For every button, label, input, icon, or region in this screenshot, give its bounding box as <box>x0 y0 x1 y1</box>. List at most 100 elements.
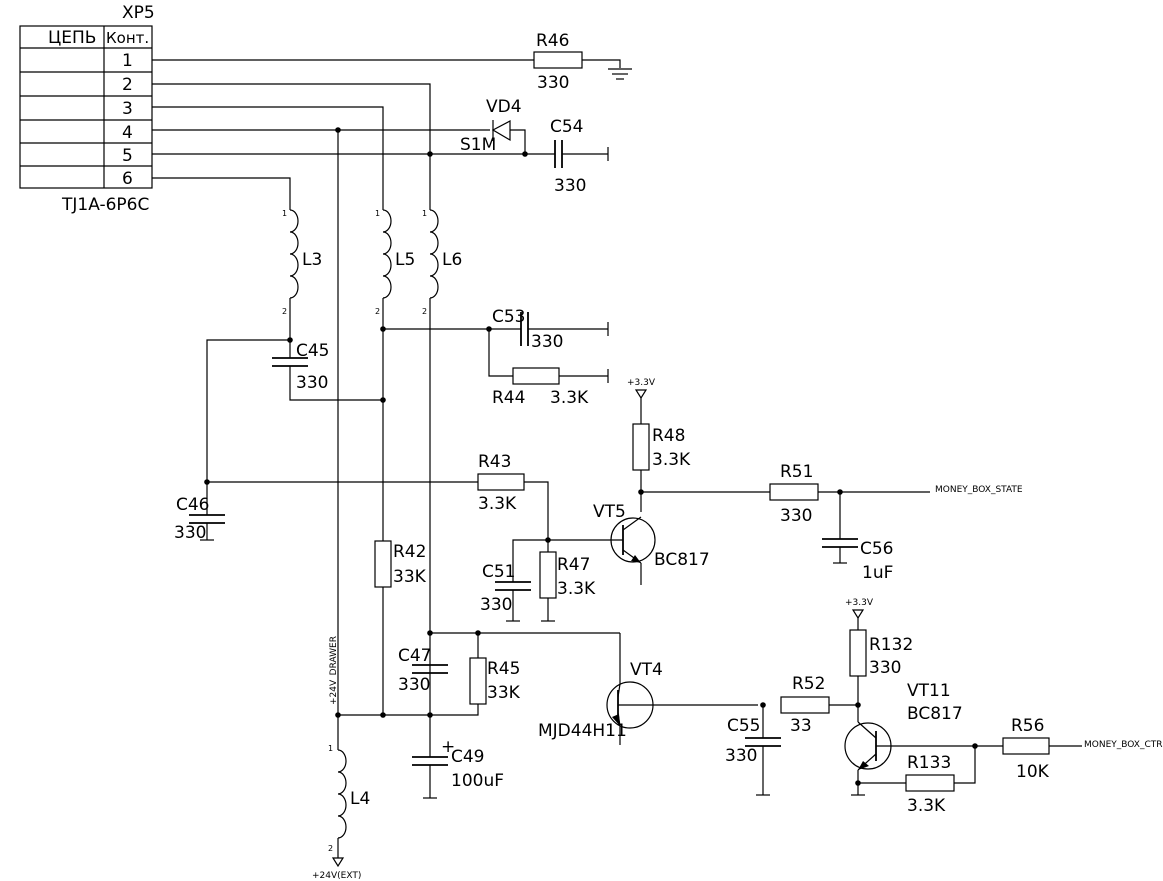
capacitor-c51: C51 330 <box>480 539 548 622</box>
pin-label: 5 <box>122 146 133 166</box>
component-ref: R56 <box>1011 716 1044 736</box>
component-ref: C51 <box>482 562 516 582</box>
resistor-r132: +3.3V R132 330 <box>845 598 913 722</box>
component-value: 10K <box>1016 762 1050 782</box>
component-ref: C47 <box>398 646 432 666</box>
component-ref: C55 <box>727 716 761 736</box>
component-ref: L5 <box>395 250 415 270</box>
component-value: 330 <box>398 675 430 695</box>
component-value: 330 <box>554 176 586 196</box>
pin-label: 3 <box>122 99 133 119</box>
pin-number: 2 <box>422 307 427 316</box>
capacitor-c53: C53 330 <box>383 307 609 352</box>
component-value: 3.3K <box>557 579 596 599</box>
component-value: 330 <box>296 373 328 393</box>
component-value: 3.3K <box>652 450 691 470</box>
diode-vd4: VD4 S1M <box>460 97 526 155</box>
rail-24v-drawer: +24V_DRAWER <box>329 130 339 750</box>
resistor-r48: +3.3V R48 3.3K <box>627 378 691 512</box>
connector-ref: XP5 <box>122 3 155 23</box>
resistor-r46: R46 330 <box>533 31 621 93</box>
component-ref: VT4 <box>630 660 663 680</box>
transistor-vt4: VT4 MJD44H11 <box>538 633 758 745</box>
capacitor-c54: C54 330 <box>550 117 609 196</box>
component-ref: C46 <box>176 495 210 515</box>
net-label: +3.3V <box>627 378 656 388</box>
connector-wires <box>152 59 555 210</box>
col-net-header: ЦЕПЬ <box>48 28 96 48</box>
junction-dots <box>204 127 978 786</box>
col-pin-header: Конт. <box>106 29 149 47</box>
resistor-r47: R47 3.3K <box>539 540 596 622</box>
pin-label: 2 <box>122 75 133 95</box>
component-value: 3.3K <box>478 494 517 514</box>
ground-icon <box>608 68 632 80</box>
pin-number: 1 <box>422 209 427 218</box>
component-ref: R44 <box>492 388 525 408</box>
component-value: 330 <box>174 523 206 543</box>
inductor-l5: 1 2 L5 <box>375 209 415 541</box>
transistor-vt5: VT5 BC817 <box>548 502 710 585</box>
component-value: 330 <box>725 746 757 766</box>
component-ref: C56 <box>860 539 894 559</box>
component-ref: C45 <box>296 341 330 361</box>
resistor-r43: R43 3.3K <box>207 452 549 540</box>
transistor-vt11: VT11 BC817 <box>844 681 975 796</box>
component-value: 1uF <box>862 563 893 583</box>
component-ref: R43 <box>478 452 511 472</box>
pin-label: 6 <box>122 169 133 189</box>
component-value: 33 <box>790 716 812 736</box>
component-ref: L3 <box>302 250 322 270</box>
pin-label: 1 <box>122 51 133 71</box>
resistor-r56: R56 10K MONEY_BOX_CTRL <box>975 716 1163 782</box>
component-value: 33K <box>393 567 427 587</box>
component-value: 100uF <box>451 771 504 791</box>
component-ref: R45 <box>487 659 520 679</box>
component-ref: R42 <box>393 542 426 562</box>
component-ref: R133 <box>907 753 951 773</box>
connector-part: TJ1A-6P6C <box>61 195 149 215</box>
pin-number: 1 <box>282 209 287 218</box>
component-ref: VT5 <box>593 502 626 522</box>
component-ref: C53 <box>492 307 526 327</box>
capacitor-c47: C47 330 <box>398 632 620 695</box>
component-ref: C49 <box>451 747 485 767</box>
capacitor-c56: C56 1uF <box>822 492 894 583</box>
component-value: 330 <box>480 595 512 615</box>
net-label: MONEY_BOX_STATE <box>935 485 1023 495</box>
pin-number: 2 <box>328 844 333 853</box>
pin-number: 2 <box>375 307 380 316</box>
inductor-l6: 1 2 L6 <box>422 209 462 715</box>
capacitor-c49: + C49 100uF <box>412 715 504 799</box>
component-value: 3.3K <box>550 388 589 408</box>
polarity-plus: + <box>441 737 455 757</box>
component-value: 33K <box>487 683 521 703</box>
resistor-r133: R133 3.3K <box>858 746 976 816</box>
component-ref: R46 <box>536 31 569 51</box>
resistor-r44: R44 3.3K <box>488 329 609 408</box>
pin-number: 1 <box>328 744 333 753</box>
component-ref: R47 <box>557 555 590 575</box>
component-ref: C54 <box>550 117 584 137</box>
resistor-r52: R52 33 <box>780 674 858 736</box>
component-ref: VT11 <box>907 681 951 701</box>
net-label: MONEY_BOX_CTRL <box>1084 740 1163 750</box>
component-ref: VD4 <box>486 97 522 117</box>
component-ref: R52 <box>792 674 825 694</box>
component-value: MJD44H11 <box>538 721 627 741</box>
component-ref: L6 <box>442 250 462 270</box>
component-ref: R132 <box>869 635 913 655</box>
inductor-l4: 1 2 L4 +24V(EXT) <box>312 744 370 881</box>
resistor-r45: R45 33K <box>338 633 521 716</box>
component-value: BC817 <box>907 704 963 724</box>
component-value: 3.3K <box>907 796 946 816</box>
connector-xp5: XP5 ЦЕПЬ Конт. 1 2 3 4 5 6 TJ1A-6P6C <box>19 3 155 215</box>
component-ref: R48 <box>652 426 685 446</box>
pin-number: 2 <box>282 307 287 316</box>
resistor-r42: R42 33K <box>374 540 427 715</box>
component-ref: L4 <box>350 789 370 809</box>
component-value: 330 <box>531 332 563 352</box>
pin-number: 1 <box>375 209 380 218</box>
component-value: S1M <box>460 135 496 155</box>
